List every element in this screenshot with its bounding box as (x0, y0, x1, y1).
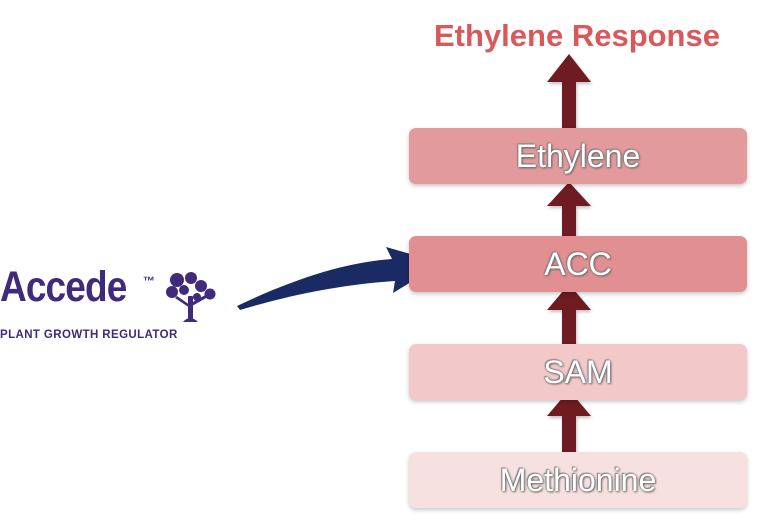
up-arrow-methionine-to-sam (547, 390, 591, 452)
accede-logo: Accede ™ PLANT GROWTH REGULATOR (0, 266, 220, 346)
logo-trademark: ™ (143, 274, 155, 288)
tree-icon (166, 272, 216, 322)
up-arrow-to-response (547, 54, 591, 128)
up-arrow-acc-to-ethylene (547, 182, 591, 236)
up-arrow-sam-to-acc (547, 284, 591, 344)
pathway-step-methionine: Methionine (409, 452, 747, 508)
logo-tagline: PLANT GROWTH REGULATOR (0, 329, 178, 341)
logo-brand-name: Accede (0, 263, 127, 311)
ethylene-response-title: Ethylene Response (434, 18, 720, 53)
pathway-step-acc: ACC (409, 236, 747, 292)
pathway-step-sam: SAM (409, 344, 747, 400)
pathway-step-ethylene: Ethylene (409, 128, 747, 184)
pointer-arrow (237, 247, 442, 310)
